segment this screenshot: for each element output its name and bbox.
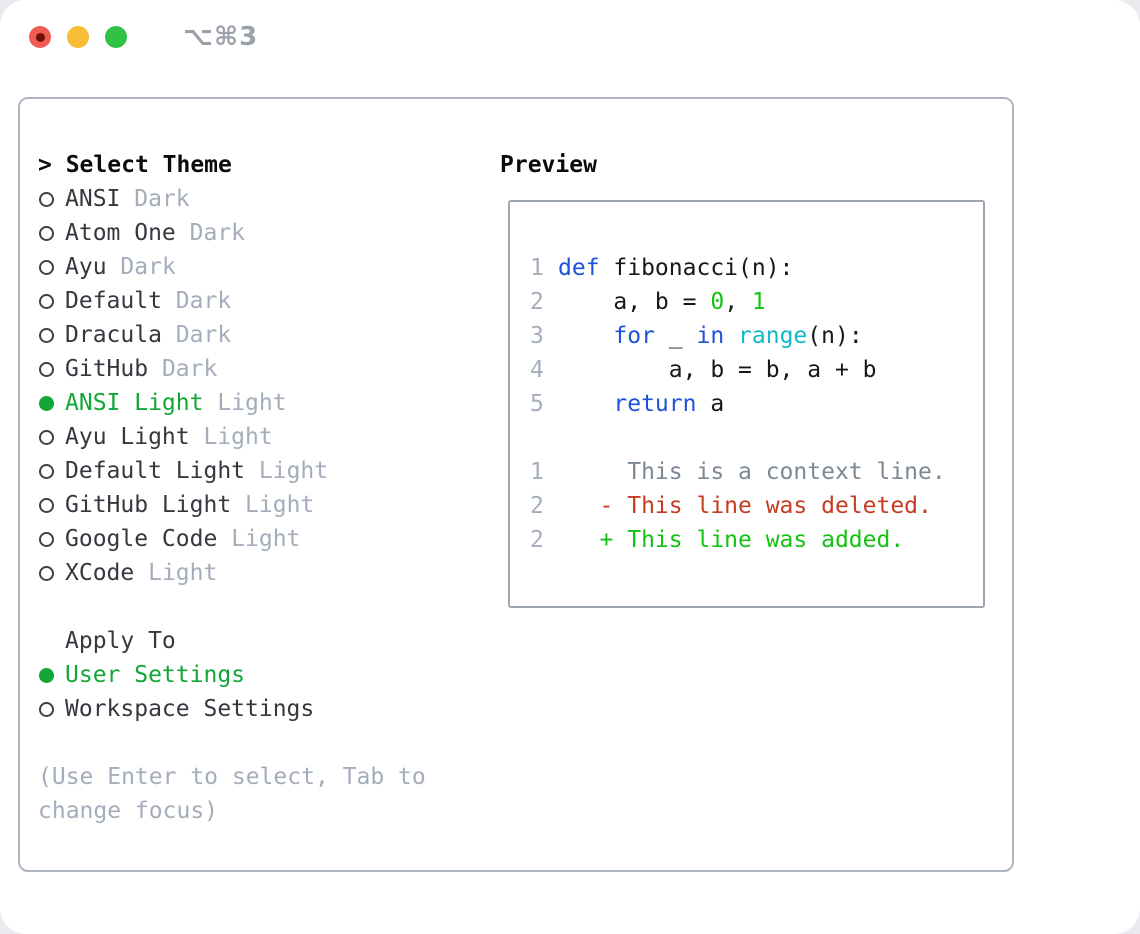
theme-tag: Light (231, 526, 301, 552)
radio-icon (39, 327, 54, 343)
radio-icon (39, 259, 54, 275)
code-line: 3 for _ in range(n): (530, 319, 983, 353)
code-token: in (696, 323, 725, 349)
theme-tag: Dark (161, 356, 218, 382)
code-token (558, 387, 613, 421)
line-number: 5 (530, 391, 544, 417)
code-token: (n): (807, 323, 863, 349)
line-number: 1 (530, 459, 544, 485)
code-token: fibonacci(n): (599, 255, 794, 281)
code-token: a, b = b, a + b (558, 357, 877, 383)
radio-icon (39, 531, 54, 547)
line-number: 1 (530, 255, 544, 281)
code-line: 1 def fibonacci(n): (530, 251, 983, 285)
diff-deleted-line: 2 - This line was deleted. (530, 489, 983, 523)
radio-icon (39, 565, 54, 581)
diff-text: - This line was deleted. (558, 493, 932, 519)
line-number: 2 (530, 493, 544, 519)
code-line: 4 a, b = b, a + b (530, 353, 983, 387)
close-dot-icon (35, 32, 45, 42)
theme-picker-panel: > Select Theme ANSI Dark Atom One Dark A… (18, 97, 1014, 872)
line-number: 4 (530, 357, 544, 383)
theme-item-xcode-light[interactable]: XCode Light (38, 556, 478, 590)
code-preview: 1 def fibonacci(n): 2 a, b = 0, 1 3 for _… (510, 202, 983, 557)
theme-item-default-light[interactable]: Default Light Light (38, 454, 478, 488)
theme-item-ansi-dark[interactable]: ANSI Dark (38, 182, 478, 216)
code-token: a (696, 391, 725, 417)
code-token: _ (654, 323, 697, 349)
radio-icon (39, 497, 54, 513)
minimize-button[interactable] (67, 26, 89, 48)
code-token: for (613, 323, 655, 349)
theme-tag: Light (258, 458, 329, 484)
apply-option-workspace-settings[interactable]: Workspace Settings (38, 692, 478, 726)
code-token: return (613, 391, 697, 417)
code-token: 0 (710, 289, 725, 315)
preview-header: Preview (500, 152, 597, 178)
select-theme-header: > Select Theme (38, 148, 478, 182)
theme-item-google-code-light[interactable]: Google Code Light (38, 522, 478, 556)
theme-tag: Dark (189, 220, 246, 246)
line-number: 3 (530, 323, 544, 349)
code-token: 1 (751, 289, 766, 315)
radio-selected-icon (39, 395, 54, 411)
theme-tag: Dark (120, 254, 176, 280)
titlebar: ⌥⌘3 (29, 22, 258, 52)
line-number: 2 (530, 289, 544, 315)
apply-to-header: Apply To (65, 628, 176, 654)
code-line: 5 return a (530, 387, 983, 421)
diff-text: + This line was added. (558, 527, 905, 553)
theme-item-dracula-dark[interactable]: Dracula Dark (38, 318, 478, 352)
code-token (724, 319, 738, 353)
apply-option-user-settings[interactable]: User Settings (38, 658, 478, 692)
radio-icon (39, 463, 54, 479)
theme-item-default-dark[interactable]: Default Dark (38, 284, 478, 318)
line-number: 2 (530, 527, 544, 553)
theme-tag: Dark (175, 322, 232, 348)
radio-icon (39, 191, 54, 207)
theme-item-github-dark[interactable]: GitHub Dark (38, 352, 478, 386)
theme-tag: Light (203, 424, 273, 450)
radio-selected-icon (39, 667, 54, 683)
code-line: 2 a, b = 0, 1 (530, 285, 983, 319)
theme-tag: Light (245, 492, 315, 518)
theme-tag: Light (217, 390, 287, 416)
theme-item-ayu-dark[interactable]: Ayu Dark (38, 250, 478, 284)
diff-added-line: 2 + This line was added. (530, 523, 983, 557)
radio-icon (39, 361, 54, 377)
theme-list: > Select Theme ANSI Dark Atom One Dark A… (38, 148, 478, 828)
radio-icon (39, 701, 54, 717)
code-token: range (738, 323, 808, 349)
diff-context-line: 1 This is a context line. (530, 455, 983, 489)
radio-icon (39, 429, 54, 445)
window-title: ⌥⌘3 (183, 22, 259, 52)
theme-tag: Dark (175, 288, 232, 314)
code-token: , (724, 289, 752, 315)
code-token (558, 319, 613, 353)
diff-text: This is a context line. (558, 459, 946, 485)
blank-line (530, 421, 983, 455)
line-number (530, 421, 558, 455)
theme-tag: Dark (134, 186, 190, 212)
code-token: def (558, 255, 600, 281)
close-button[interactable] (29, 26, 51, 48)
theme-item-github-light[interactable]: GitHub Light Light (38, 488, 478, 522)
zoom-button[interactable] (105, 26, 127, 48)
radio-icon (39, 225, 54, 241)
code-token: a, b = (558, 289, 711, 315)
theme-item-ansi-light[interactable]: ANSI Light Light (38, 386, 478, 420)
radio-icon (39, 293, 54, 309)
theme-item-ayu-light[interactable]: Ayu Light Light (38, 420, 478, 454)
focus-arrow-icon: > (38, 152, 66, 178)
hint-text: (Use Enter to select, Tab to change focu… (38, 764, 426, 824)
theme-tag: Light (148, 560, 218, 586)
preview-box: 1 def fibonacci(n): 2 a, b = 0, 1 3 for _… (508, 200, 985, 608)
spacer (38, 590, 478, 624)
theme-item-atom-one-dark[interactable]: Atom One Dark (38, 216, 478, 250)
